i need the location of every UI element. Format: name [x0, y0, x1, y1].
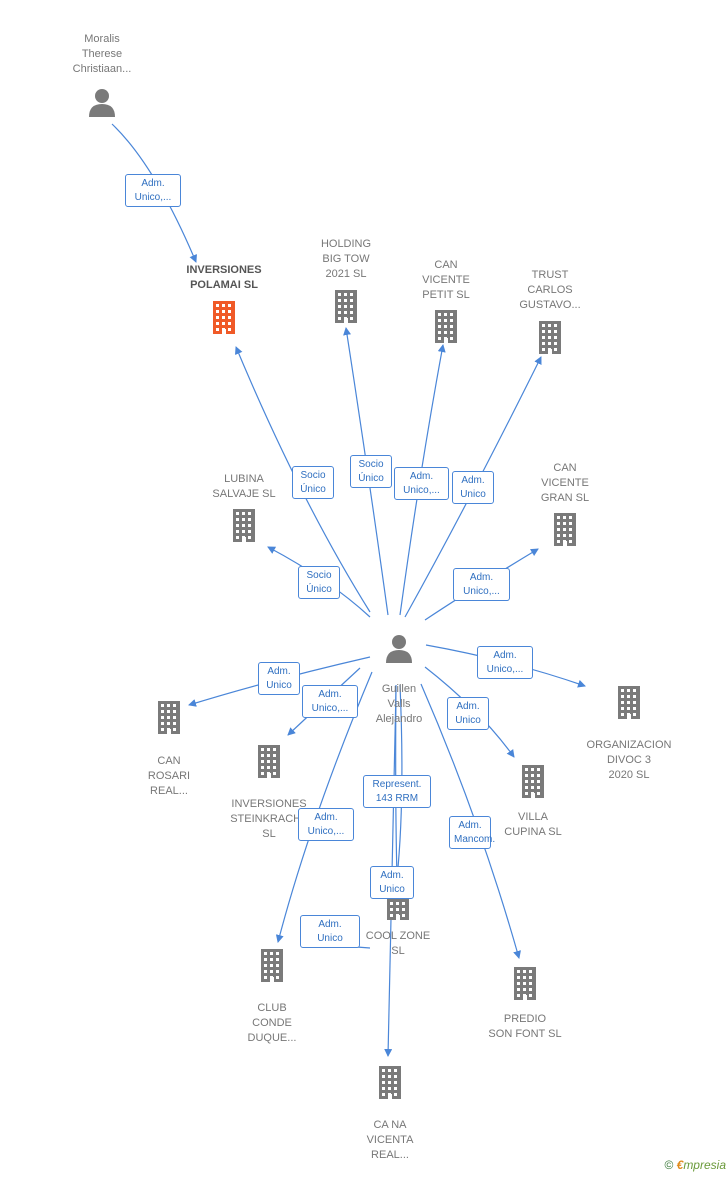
edge-label[interactable]: Adm. Unico,... — [302, 685, 358, 718]
edge-label[interactable]: Adm. Unico — [258, 662, 300, 695]
building-icon[interactable] — [154, 699, 184, 740]
edge-label[interactable]: Socio Único — [292, 466, 334, 499]
node-label-gran[interactable]: CAN VICENTE GRAN SL — [540, 461, 590, 504]
person-icon[interactable] — [383, 632, 415, 669]
building-icon[interactable] — [431, 308, 461, 349]
node-vicenta[interactable]: CA NA VICENTA REAL... — [330, 1118, 450, 1163]
node-label-polamai[interactable]: INVERSIONES POLAMAI SL — [186, 264, 262, 291]
node-label-cupina[interactable]: VILLA CUPINA SL — [504, 810, 562, 838]
edge-label[interactable]: Adm. Unico — [447, 697, 489, 730]
node-coolzone[interactable]: COOL ZONE SL — [338, 929, 458, 959]
building-icon[interactable] — [331, 288, 361, 329]
node-label-holding[interactable]: HOLDING BIG TOW 2021 SL — [320, 237, 372, 280]
building-icon[interactable] — [550, 511, 580, 552]
node-conde[interactable]: CLUB CONDE DUQUE... — [212, 1001, 332, 1046]
edge-label[interactable]: Socio Único — [298, 566, 340, 599]
node-label-divoc[interactable]: ORGANIZACION DIVOC 3 2020 SL — [586, 738, 672, 781]
edge-label[interactable]: Adm. Unico,... — [394, 467, 449, 500]
edge-label[interactable]: Adm. Unico,... — [298, 808, 354, 841]
building-icon[interactable] — [229, 507, 259, 548]
node-polamai[interactable]: INVERSIONES POLAMAI SL — [164, 263, 284, 293]
node-lubina[interactable]: LUBINA SALVAJE SL — [184, 472, 304, 502]
building-icon[interactable] — [209, 299, 239, 340]
edge-label[interactable]: Socio Único — [350, 455, 392, 488]
node-divoc[interactable]: ORGANIZACION DIVOC 3 2020 SL — [569, 738, 689, 783]
building-icon[interactable] — [535, 319, 565, 360]
building-icon[interactable] — [510, 965, 540, 1006]
node-label-guillen[interactable]: Guillen Valls Alejandro — [375, 682, 423, 725]
node-label-sonfont[interactable]: PREDIO SON FONT SL — [488, 1012, 562, 1040]
node-holding[interactable]: HOLDING BIG TOW 2021 SL — [286, 237, 406, 282]
node-rosari[interactable]: CAN ROSARI REAL... — [109, 754, 229, 799]
edge-label[interactable]: Adm. Unico — [452, 471, 494, 504]
node-moralis[interactable]: Moralis Therese Christiaan... — [42, 32, 162, 77]
node-label-lubina[interactable]: LUBINA SALVAJE SL — [212, 473, 276, 500]
node-label-petit[interactable]: CAN VICENTE PETIT SL — [422, 258, 470, 301]
node-sonfont[interactable]: PREDIO SON FONT SL — [465, 1012, 585, 1042]
node-label-moralis[interactable]: Moralis Therese Christiaan... — [72, 32, 132, 75]
edge-label[interactable]: Adm. Unico — [370, 866, 414, 899]
edge-label[interactable]: Adm. Unico,... — [125, 174, 181, 207]
edge-label[interactable]: Represent. 143 RRM — [363, 775, 431, 808]
node-cupina[interactable]: VILLA CUPINA SL — [473, 810, 593, 840]
node-petit[interactable]: CAN VICENTE PETIT SL — [386, 258, 506, 303]
node-trust[interactable]: TRUST CARLOS GUSTAVO... — [490, 268, 610, 313]
building-icon[interactable] — [375, 1064, 405, 1105]
node-label-trust[interactable]: TRUST CARLOS GUSTAVO... — [519, 268, 581, 311]
building-icon[interactable] — [614, 684, 644, 725]
node-label-coolzone[interactable]: COOL ZONE SL — [365, 929, 431, 957]
edge-label[interactable]: Adm. Unico,... — [453, 568, 510, 601]
node-guillen[interactable]: Guillen Valls Alejandro — [339, 682, 459, 727]
node-label-conde[interactable]: CLUB CONDE DUQUE... — [247, 1001, 297, 1044]
empresia-watermark: © €mpresia — [664, 1158, 726, 1172]
node-steinkracht[interactable]: INVERSIONES STEINKRACHT SL — [209, 797, 329, 842]
node-label-vicenta[interactable]: CA NA VICENTA REAL... — [366, 1118, 414, 1161]
node-label-steinkracht[interactable]: INVERSIONES STEINKRACHT SL — [230, 797, 308, 840]
edge-label[interactable]: Adm. Unico — [300, 915, 360, 948]
building-icon[interactable] — [257, 947, 287, 988]
building-icon[interactable] — [254, 743, 284, 784]
person-icon[interactable] — [86, 86, 118, 123]
node-gran[interactable]: CAN VICENTE GRAN SL — [505, 461, 625, 506]
node-label-rosari[interactable]: CAN ROSARI REAL... — [147, 754, 191, 797]
edge-label[interactable]: Adm. Unico,... — [477, 646, 533, 679]
building-icon[interactable] — [518, 763, 548, 804]
edge-label[interactable]: Adm. Mancom. — [449, 816, 495, 849]
